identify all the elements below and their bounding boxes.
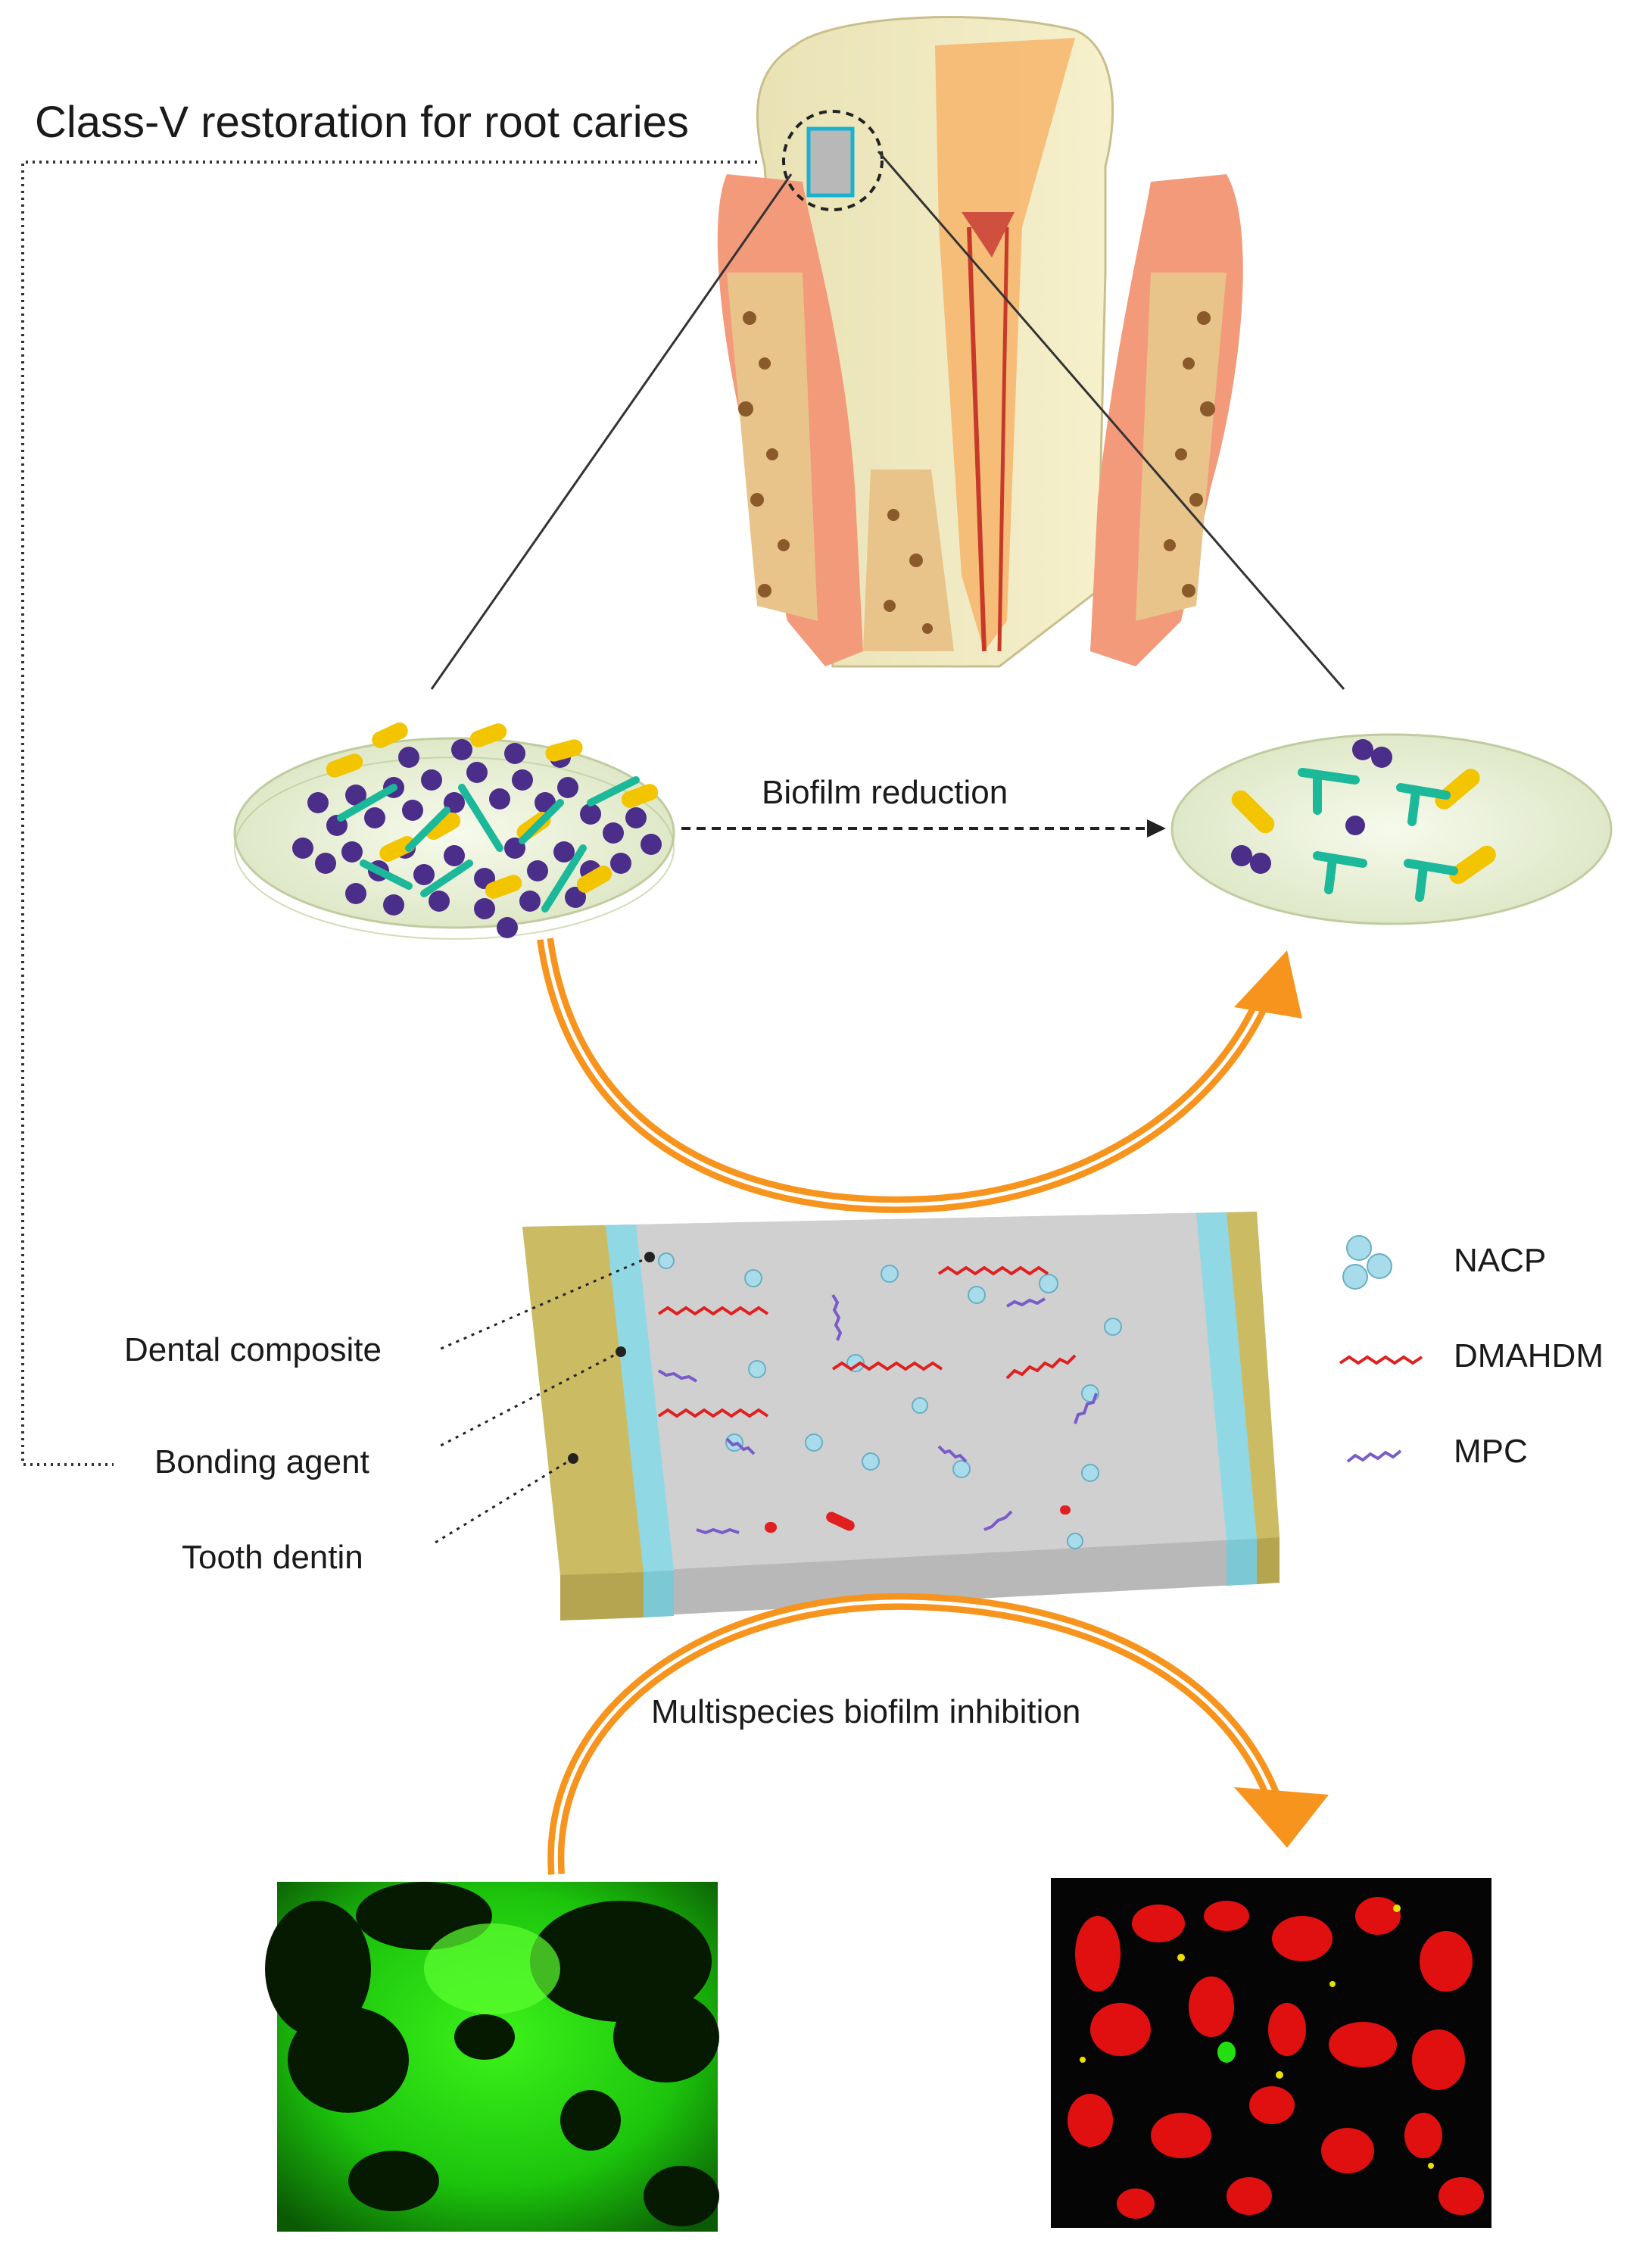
zoom-line-left: [430, 173, 793, 690]
tooth-illustration: [717, 16, 1243, 668]
dental-composite-label: Dental composite: [124, 1331, 382, 1368]
dense-biofilm-disc: [233, 722, 675, 940]
multispecies-inhibition-label: Multispecies biofilm inhibition: [651, 1693, 1081, 1730]
nacp-particles-icon: [1342, 1235, 1392, 1290]
bacteria-cluster-dense: [292, 722, 662, 938]
legend-dmahdm-label: DMAHDM: [1454, 1337, 1604, 1374]
composite-slab: [431, 1212, 1280, 1621]
dmahdm-chain-icon: [1339, 1355, 1423, 1365]
dead-biofilm-image: [1051, 1878, 1491, 2228]
lower-curved-arrow: [547, 1593, 1329, 1875]
title-label: Class-V restoration for root caries: [35, 98, 689, 147]
live-biofilm-image: [265, 1882, 719, 2232]
reduced-biofilm-disc: [1170, 733, 1613, 925]
bonding-agent-label: Bonding agent: [154, 1443, 369, 1480]
biofilm-reduction-label: Biofilm reduction: [762, 774, 1008, 811]
legend-nacp-label: NACP: [1454, 1242, 1547, 1279]
title-leader-line: [21, 161, 757, 1466]
legend-mpc-label: MPC: [1454, 1433, 1528, 1470]
upper-curved-arrow: [537, 937, 1302, 1213]
tooth-dentin-label: Tooth dentin: [182, 1539, 363, 1576]
mpc-chain-icon: [1346, 1449, 1402, 1463]
zoom-line-right: [877, 151, 1345, 690]
